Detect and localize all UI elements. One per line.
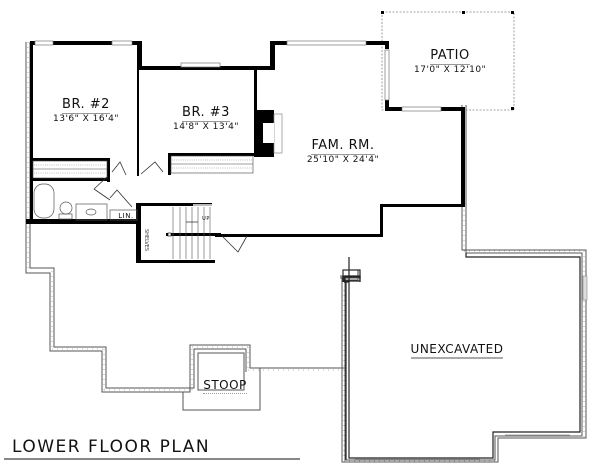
stair-up-label: UP — [202, 216, 210, 222]
plan-title: LOWER FLOOR PLAN — [12, 437, 211, 457]
room-fam-dims: 25'10" X 24'4" — [306, 155, 380, 165]
unexcavated-vent — [582, 275, 588, 301]
stairs — [167, 204, 212, 259]
unexcavated-outline — [342, 269, 359, 280]
unexcavated-step — [343, 275, 361, 460]
room-br2-name: BR. #2 — [62, 97, 110, 114]
room-stoop: STOOP — [196, 374, 254, 394]
room-br3: BR. #3 14'8" X 13'4" — [162, 101, 250, 133]
closet-rods — [32, 155, 254, 179]
room-patio-dims: 17'0" X 12'10" — [414, 65, 487, 75]
fireplace-firebox — [263, 123, 274, 143]
doors — [93, 161, 248, 253]
room-patio-name: PATIO — [430, 48, 470, 65]
room-unexcavated-name: UNEXCAVATED — [410, 342, 504, 359]
windows — [34, 40, 442, 112]
foundation-outline — [25, 42, 587, 463]
room-br2-dims: 13'6" X 16'4" — [53, 114, 119, 124]
room-br3-dims: 14'8" X 13'4" — [173, 122, 239, 132]
closet-hangers — [34, 159, 252, 174]
room-stoop-name: STOOP — [203, 378, 247, 394]
title-underline — [4, 458, 300, 460]
room-fam-name: FAM. RM. — [311, 138, 375, 155]
finished-walls — [26, 41, 465, 263]
room-patio: PATIO 17'0" X 12'10" — [414, 44, 486, 76]
room-unexcavated: UNEXCAVATED — [398, 338, 516, 359]
bath-fixtures — [33, 183, 138, 221]
linen-label: LIN. — [118, 212, 134, 220]
room-br3-name: BR. #3 — [182, 105, 230, 122]
shelves-label: SHELVES — [143, 229, 149, 252]
room-fam: FAM. RM. 25'10" X 24'4" — [303, 134, 383, 166]
room-br2: BR. #2 13'6" X 16'4" — [44, 93, 128, 125]
fireplace-hearth — [273, 113, 283, 154]
